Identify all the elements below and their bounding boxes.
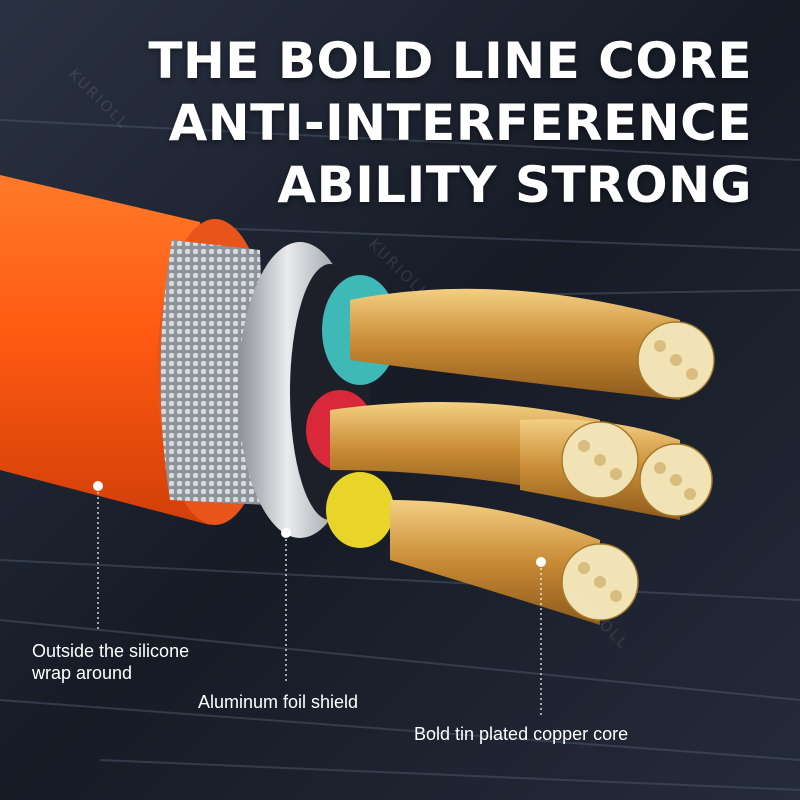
- callout-silicone-label: Outside the silicone wrap around: [32, 640, 189, 684]
- headline-line-2: ANTI-INTERFERENCE: [168, 94, 752, 152]
- callout-markers: [93, 481, 546, 567]
- headline-line-3: ABILITY STRONG: [277, 156, 752, 214]
- callout-silicone-line-2: wrap around: [32, 663, 133, 683]
- callout-copper-label: Bold tin plated copper core: [414, 724, 629, 744]
- callout-leaders: [97, 492, 542, 716]
- callout-foil-label: Aluminum foil shield: [198, 692, 359, 712]
- headline-line-1: THE BOLD LINE CORE: [148, 32, 752, 90]
- callout-silicone-line-1: Outside the silicone: [32, 641, 190, 661]
- headline: THE BOLD LINE CORE ANTI-INTERFERENCE ABI…: [132, 30, 752, 216]
